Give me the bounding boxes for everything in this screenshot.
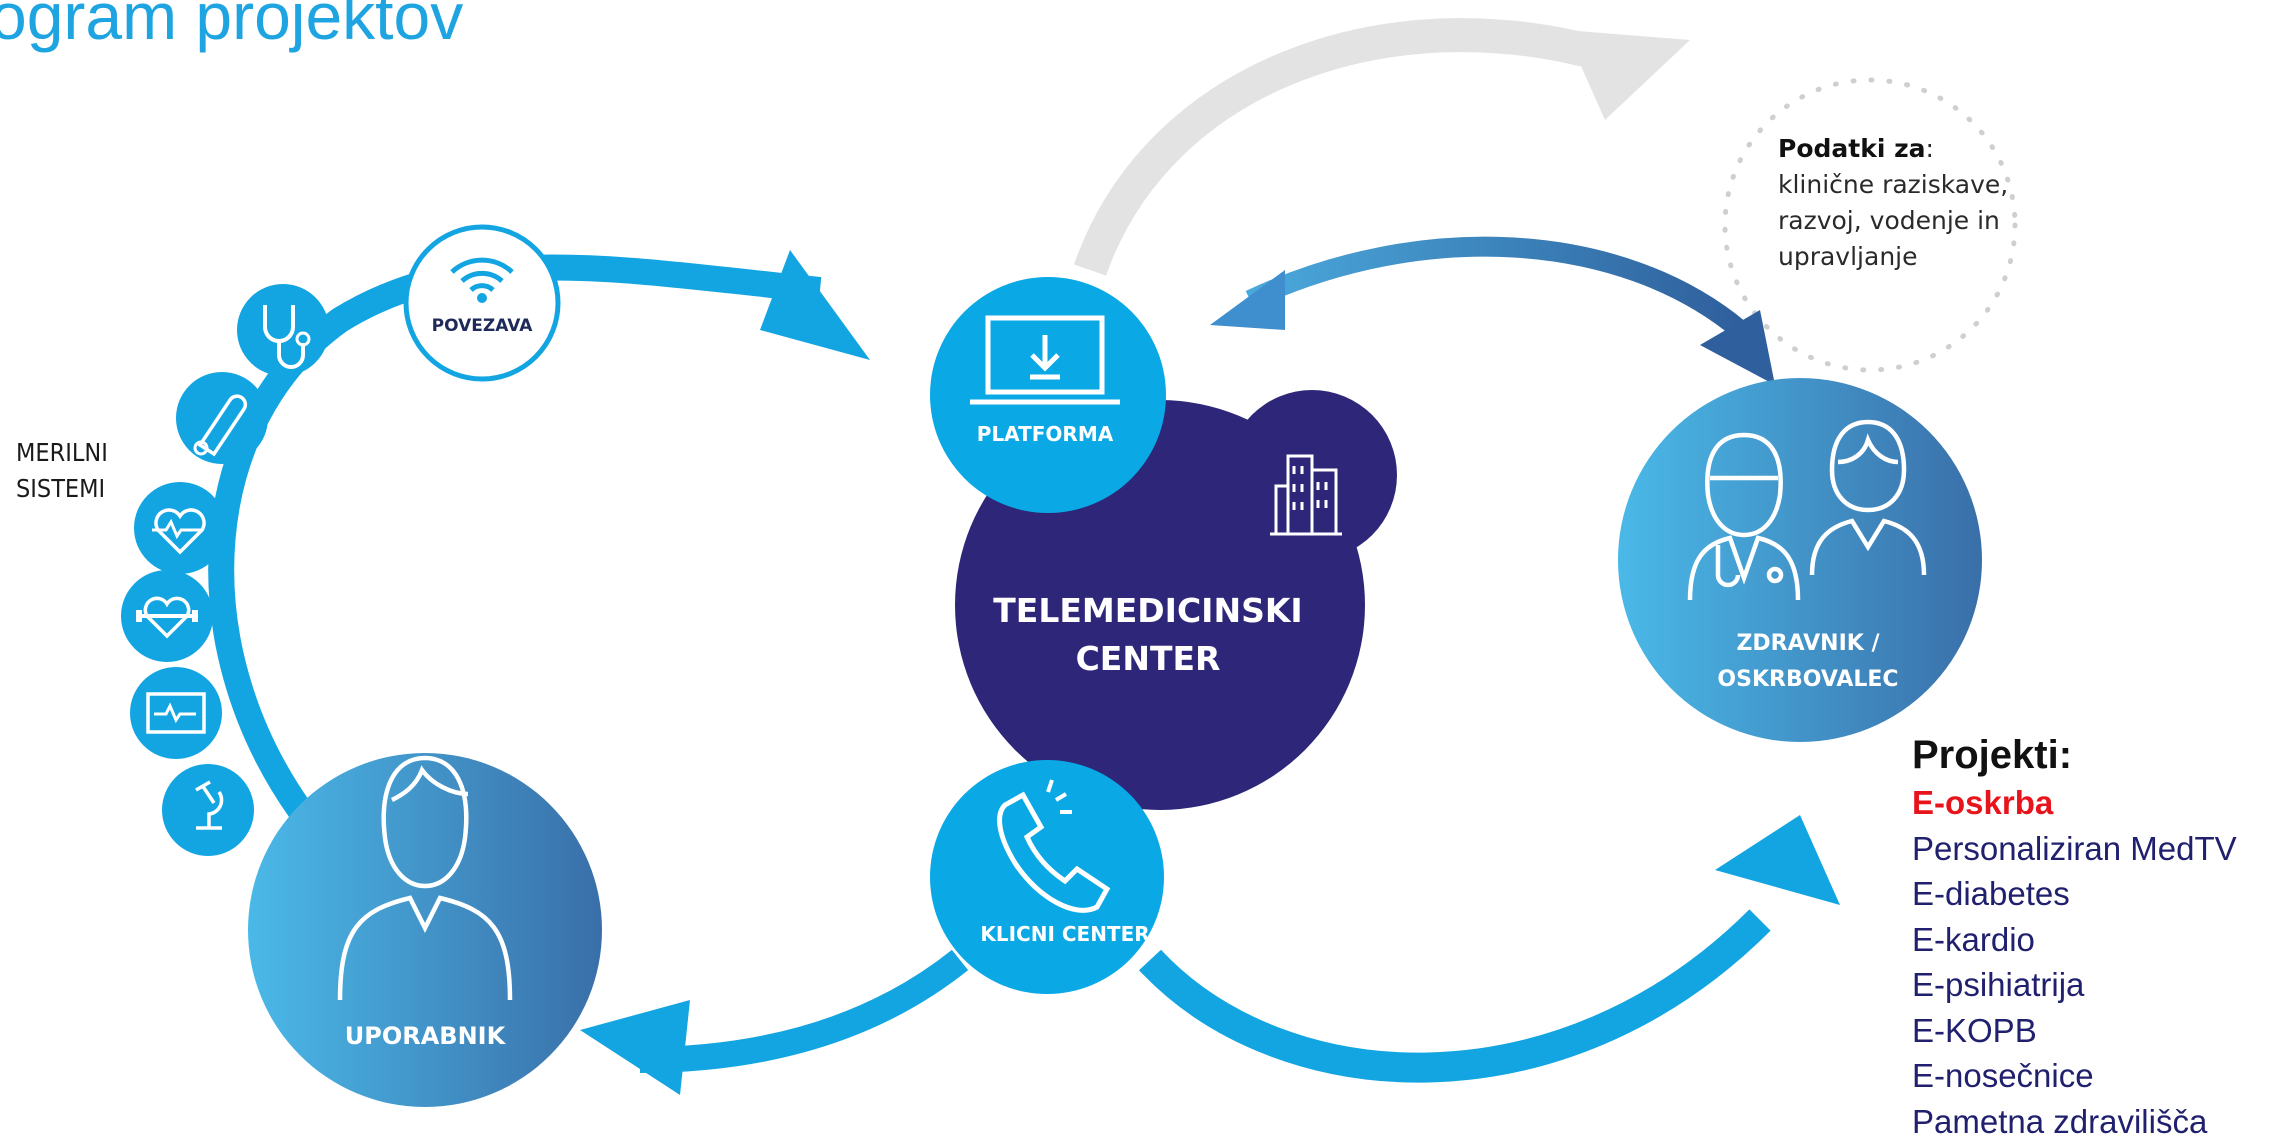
call-center-label: KLICNI CENTER xyxy=(980,922,1149,946)
center-label-line2: CENTER xyxy=(1076,639,1221,678)
data-note: Podatki za: klinične raziskave, razvoj, … xyxy=(1778,131,2008,275)
doctor-label-line2: OSKRBOVALEC xyxy=(1717,667,1898,692)
callcenter-to-doctor-arrow xyxy=(1150,815,1840,1068)
callcenter-to-user-arrow xyxy=(580,960,960,1095)
data-note-heading-suffix: : xyxy=(1926,134,1934,163)
call-center-node: KLICNI CENTER xyxy=(930,760,1164,994)
projects-list: Projekti: E-oskrba Personaliziran MedTV … xyxy=(1912,730,2237,1144)
weight-scale-icon xyxy=(121,570,213,662)
stethoscope-icon xyxy=(237,284,329,376)
platform-label: PLATFORMA xyxy=(977,422,1114,446)
platform-doctor-arrow xyxy=(1210,247,1775,385)
project-item-e-oskrba[interactable]: E-oskrba xyxy=(1912,780,2237,826)
data-note-heading: Podatki za xyxy=(1778,134,1926,163)
data-flow-arrow xyxy=(1090,30,1690,270)
connection-node: POVEZAVA xyxy=(406,227,558,379)
doctor-node: ZDRAVNIK / OSKRBOVALEC xyxy=(1618,378,1982,742)
data-note-heading-row: Podatki za: xyxy=(1778,131,2008,167)
connection-label: POVEZAVA xyxy=(432,316,534,336)
project-item[interactable]: Pametna zdravilišča xyxy=(1912,1099,2237,1144)
data-note-line: razvoj, vodenje in xyxy=(1778,203,2008,239)
project-item[interactable]: E-diabetes xyxy=(1912,871,2237,917)
center-label-line1: TELEMEDICINSKI xyxy=(993,591,1302,630)
doctor-label-line1: ZDRAVNIK / xyxy=(1736,631,1880,656)
thermometer-icon xyxy=(176,372,268,464)
projects-heading: Projekti: xyxy=(1912,730,2237,780)
measurement-systems-line1: MERILNI xyxy=(16,435,108,471)
project-item[interactable]: Personaliziran MedTV xyxy=(1912,826,2237,872)
user-node: UPORABNIK xyxy=(248,753,602,1107)
page-title: ogram projektov xyxy=(0,0,463,54)
platform-node: PLATFORMA xyxy=(930,277,1166,513)
user-label: UPORABNIK xyxy=(345,1022,507,1050)
measurement-systems-label: MERILNI SISTEMI xyxy=(16,435,108,507)
project-item[interactable]: E-psihiatrija xyxy=(1912,962,2237,1008)
data-note-line: klinične raziskave, xyxy=(1778,167,2008,203)
heart-rate-icon xyxy=(134,482,226,574)
project-item[interactable]: E-KOPB xyxy=(1912,1008,2237,1054)
monitor-ecg-icon xyxy=(130,667,222,759)
project-item[interactable]: E-nosečnice xyxy=(1912,1053,2237,1099)
measurement-systems-line2: SISTEMI xyxy=(16,471,108,507)
microscope-icon xyxy=(162,764,254,856)
project-item[interactable]: E-kardio xyxy=(1912,917,2237,963)
data-note-line: upravljanje xyxy=(1778,239,2008,275)
